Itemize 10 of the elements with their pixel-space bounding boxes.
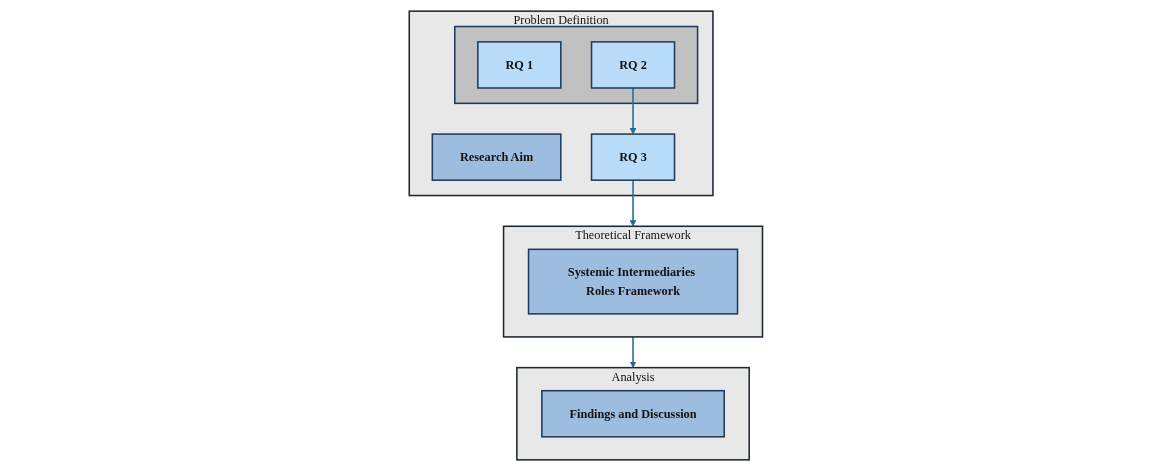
arrow [629,336,637,368]
cluster [453,25,698,105]
arrow [629,179,637,227]
node-box: RQ 3 [590,133,675,181]
node-box: RQ 1 [476,41,562,89]
arrow [629,87,637,135]
node-box: Research Aim [431,133,562,181]
node-box: Findings and Discussion [540,389,725,438]
node-box: RQ 2 [590,41,675,89]
node-box: Systemic Intermediaries Roles Framework [527,248,738,315]
